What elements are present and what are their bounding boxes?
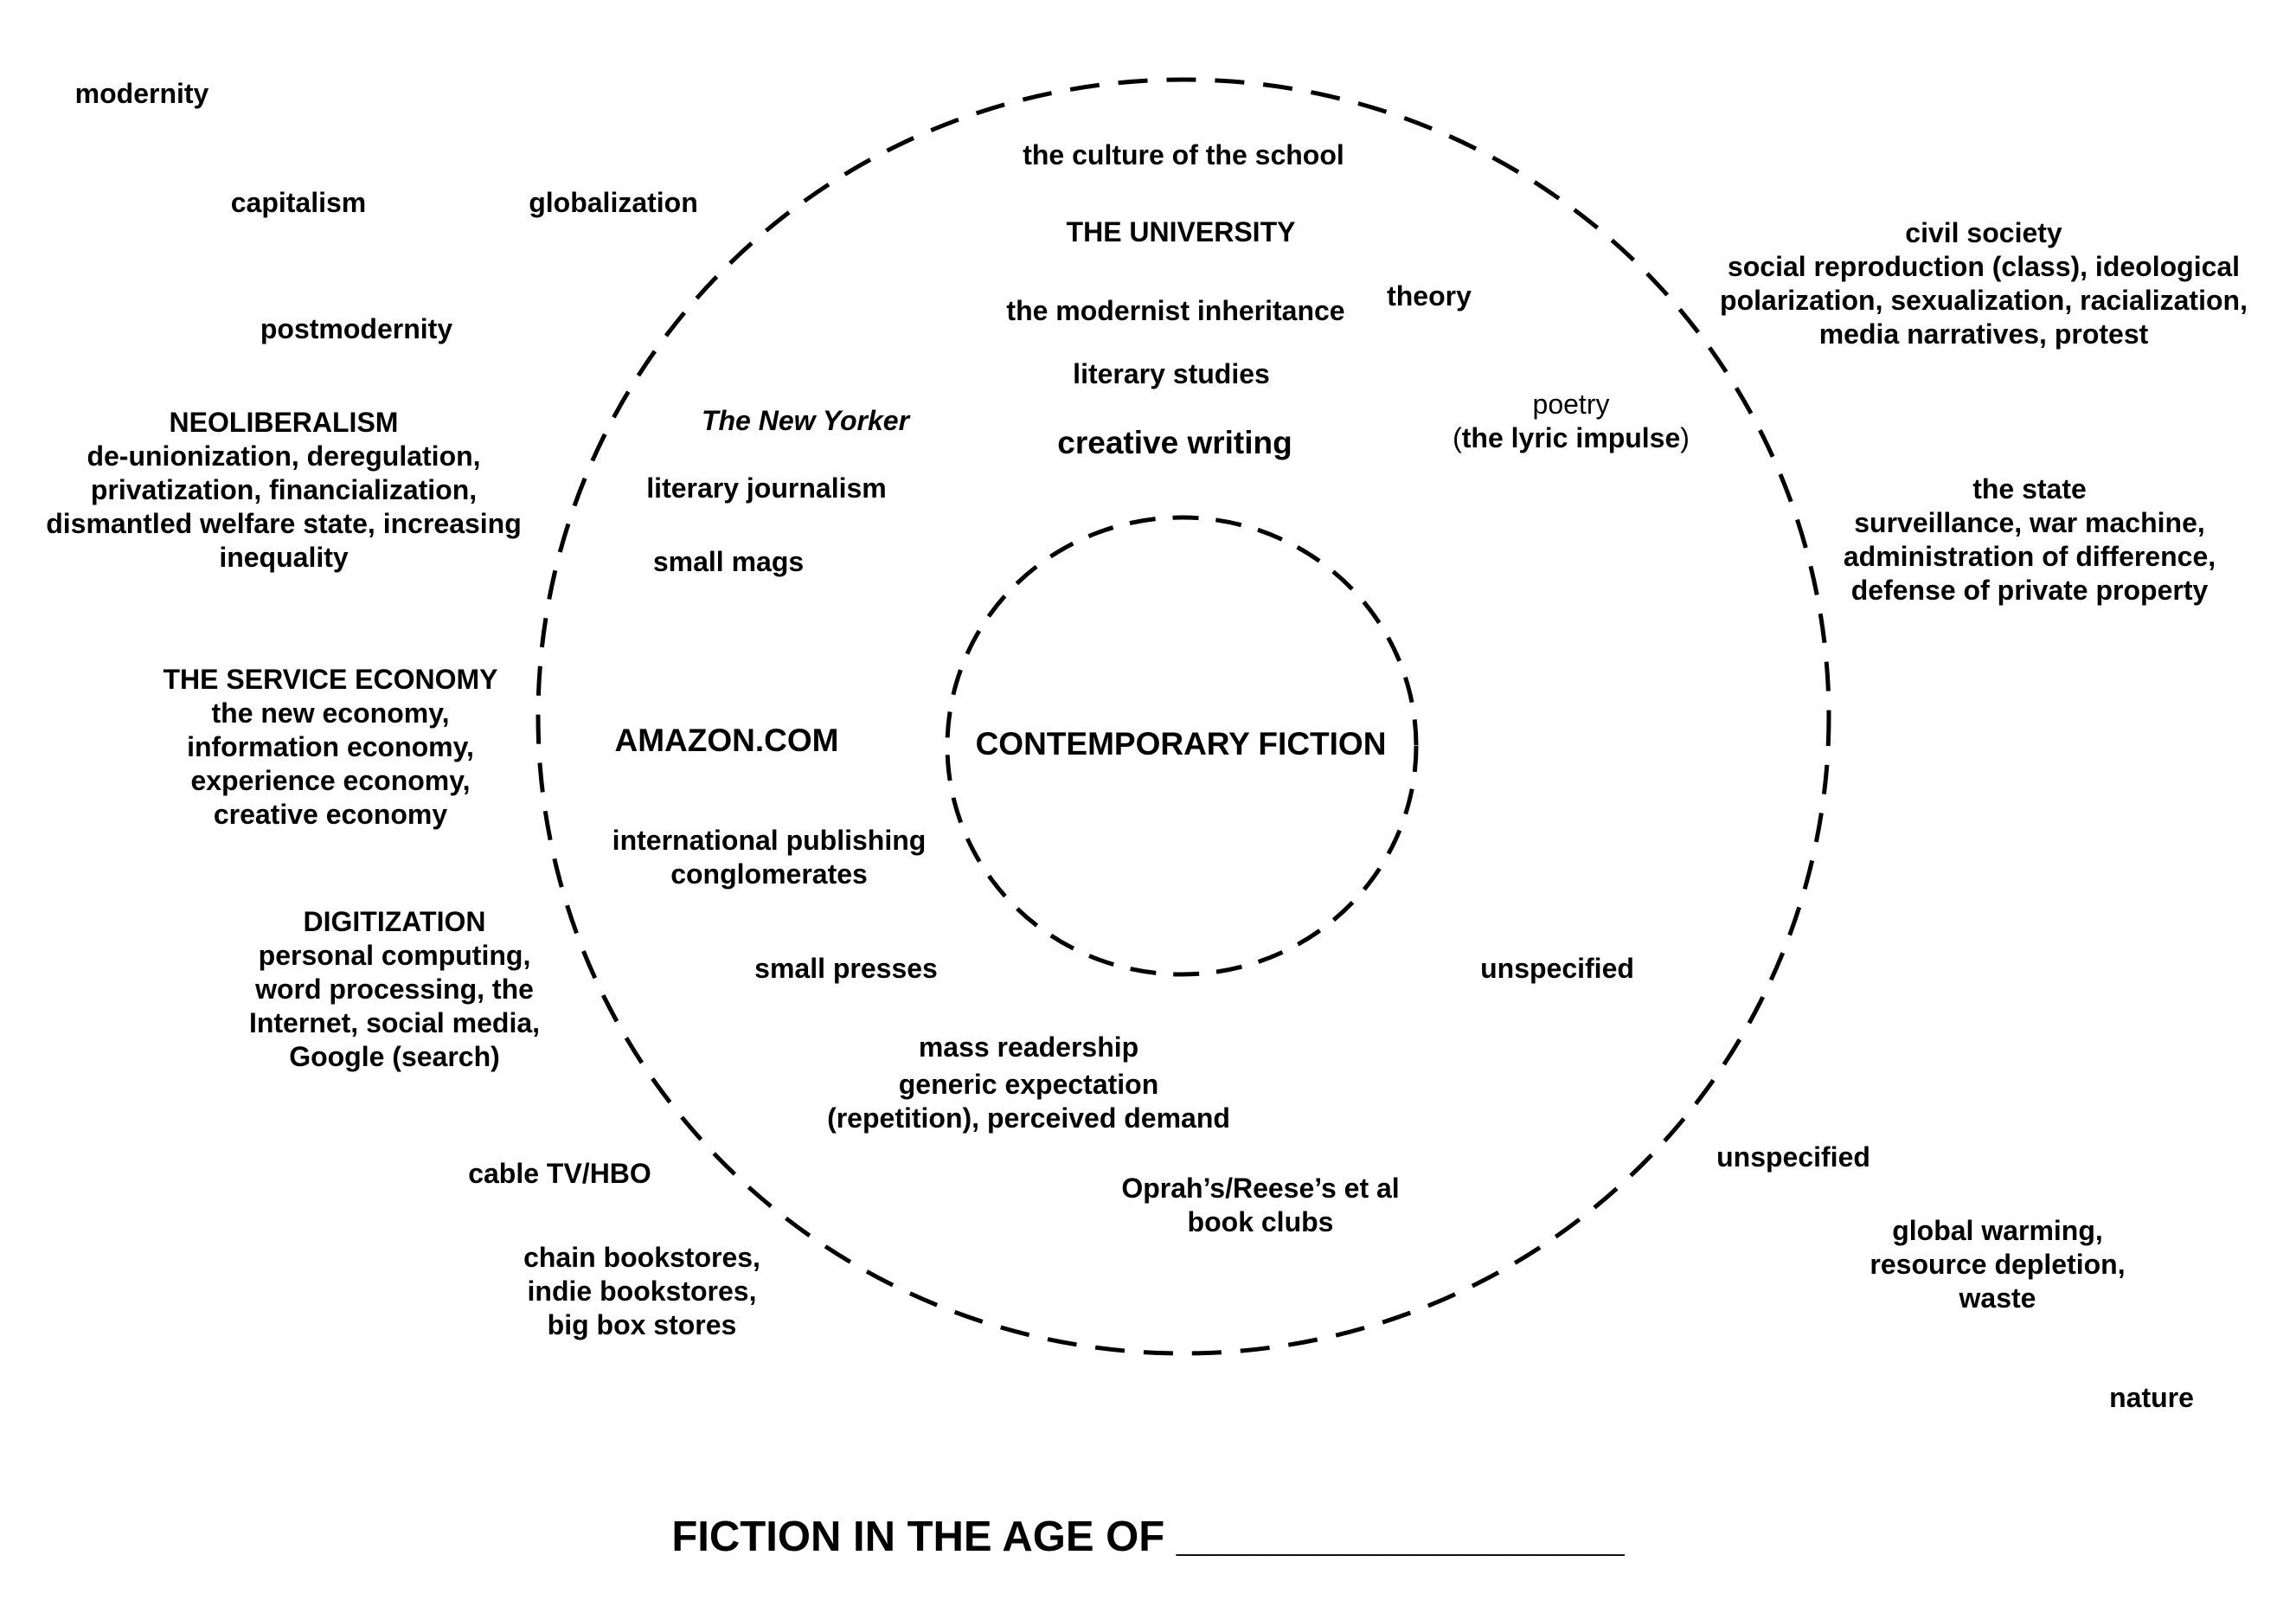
literary-studies-label: literary studies	[1073, 358, 1270, 389]
service-economy-line: information economy,	[187, 731, 474, 762]
generic-expectation-line: generic expectation	[898, 1069, 1159, 1100]
civil-society-line: media narratives, protest	[1818, 318, 2149, 350]
small-presses-label: small presses	[754, 953, 938, 984]
modernity-label: modernity	[74, 78, 209, 109]
globalization-label: globalization	[529, 187, 698, 218]
mass-readership-label: mass readership	[918, 1031, 1139, 1063]
the-state-line: administration of difference,	[1843, 541, 2216, 572]
bookstores-block: chain bookstores, indie bookstores, big …	[523, 1241, 760, 1342]
publishing-line: conglomerates	[670, 858, 868, 890]
neoliberalism-line: dismantled welfare state, increasing	[46, 508, 522, 539]
the-state-heading: the state	[1972, 473, 2087, 504]
digitization-line: personal computing,	[258, 940, 531, 971]
open-paren: (	[1453, 422, 1462, 453]
service-economy-block: THE SERVICE ECONOMY the new economy, inf…	[163, 663, 497, 832]
poetry-block: poetry (the lyric impulse)	[1453, 388, 1690, 455]
diagram-title: FICTION IN THE AGE OF __________________…	[671, 1513, 1625, 1560]
environment-line: waste	[1959, 1282, 2036, 1314]
nature-label: nature	[2109, 1382, 2194, 1413]
neoliberalism-line: privatization, financialization,	[90, 474, 478, 505]
close-paren: )	[1680, 422, 1690, 453]
civil-society-block: civil society social reproduction (class…	[1720, 216, 2248, 351]
theory-label: theory	[1387, 280, 1472, 312]
civil-society-heading: civil society	[1905, 217, 2062, 248]
culture-of-school-label: the culture of the school	[1023, 139, 1344, 170]
civil-society-line: social reproduction (class), ideological	[1727, 251, 2241, 282]
digitization-heading: DIGITIZATION	[303, 906, 486, 937]
digitization-line: word processing, the	[255, 974, 534, 1005]
the-state-block: the state surveillance, war machine, adm…	[1844, 472, 2216, 607]
digitization-block: DIGITIZATION personal computing, word pr…	[249, 905, 540, 1074]
inner-ring	[945, 515, 1419, 977]
service-economy-heading: THE SERVICE ECONOMY	[163, 664, 498, 695]
lyric-impulse-line: (the lyric impulse)	[1453, 421, 1690, 455]
literary-journalism-label: literary journalism	[646, 472, 887, 504]
publishing-block: international publishing conglomerates	[612, 824, 927, 891]
creative-writing-label: creative writing	[1057, 425, 1292, 460]
generic-expectation-line: (repetition), perceived demand	[827, 1102, 1230, 1134]
the-state-line: surveillance, war machine,	[1854, 507, 2205, 538]
inner-unspecified-label: unspecified	[1480, 953, 1634, 984]
publishing-line: international publishing	[612, 825, 927, 856]
civil-society-line: polarization, sexualization, racializati…	[1720, 285, 2248, 316]
generic-expectation-block: generic expectation (repetition), percei…	[827, 1068, 1230, 1135]
the-state-line: defense of private property	[1850, 575, 2209, 606]
university-label: THE UNIVERSITY	[1066, 216, 1296, 247]
service-economy-line: creative economy	[213, 799, 448, 830]
neoliberalism-line: inequality	[219, 542, 349, 573]
digitization-line: Google (search)	[289, 1041, 500, 1072]
small-mags-label: small mags	[652, 546, 805, 577]
environment-block: global warming, resource depletion, wast…	[1870, 1214, 2125, 1315]
environment-line: global warming,	[1892, 1215, 2103, 1246]
amazon-label: AMAZON.COM	[614, 723, 839, 758]
digitization-line: Internet, social media,	[248, 1007, 541, 1038]
new-yorker-label: The New Yorker	[701, 405, 910, 436]
neoliberalism-block: NEOLIBERALISM de-unionization, deregulat…	[46, 406, 522, 575]
bookstores-line: indie bookstores,	[527, 1276, 757, 1307]
postmodernity-label: postmodernity	[260, 313, 453, 344]
center-label: CONTEMPORARY FICTION	[975, 726, 1387, 762]
service-economy-line: the new economy,	[211, 697, 450, 729]
environment-line: resource depletion,	[1870, 1249, 2126, 1280]
neoliberalism-line: de-unionization, deregulation,	[87, 440, 481, 472]
bookstores-line: chain bookstores,	[523, 1242, 760, 1273]
service-economy-line: experience economy,	[190, 765, 471, 796]
cable-tv-label: cable TV/HBO	[468, 1158, 651, 1189]
lyric-impulse-label: the lyric impulse	[1461, 422, 1681, 453]
book-clubs-line: book clubs	[1187, 1206, 1334, 1237]
bookstores-line: big box stores	[547, 1309, 737, 1340]
poetry-label: poetry	[1532, 389, 1610, 420]
book-clubs-block: Oprah’s/Reese’s et al book clubs	[1121, 1172, 1399, 1239]
modernist-inheritance-label: the modernist inheritance	[1006, 295, 1345, 326]
outer-ring	[536, 77, 1831, 1356]
neoliberalism-heading: NEOLIBERALISM	[169, 407, 399, 438]
outer-unspecified-label: unspecified	[1716, 1141, 1870, 1173]
book-clubs-line: Oprah’s/Reese’s et al	[1121, 1173, 1400, 1204]
capitalism-label: capitalism	[230, 187, 367, 218]
